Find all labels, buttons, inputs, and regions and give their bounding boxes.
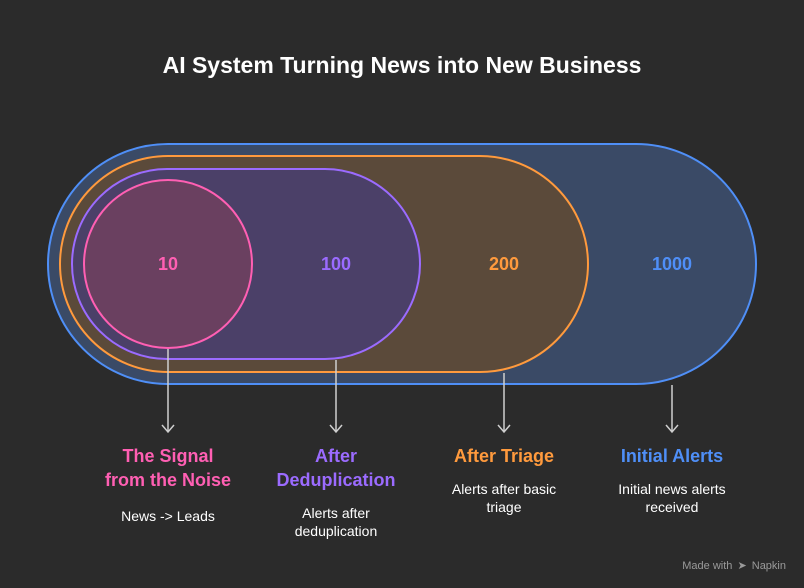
stage-count-deduplication: 100 [321, 254, 351, 274]
arrow-down-icon [497, 373, 511, 434]
diagram-title: AI System Turning News into New Business [162, 52, 642, 78]
watermark-prefix: Made with [682, 560, 733, 572]
arrow-down-icon [329, 360, 343, 434]
napkin-logo-icon: ➤ [737, 560, 747, 572]
stage-label-signal: The Signal from the Noise [104, 446, 232, 490]
stage-shape-signal [83, 179, 253, 349]
stage-desc-triage: Alerts after basic triage [451, 481, 557, 515]
stage-desc-signal: News -> Leads [121, 508, 215, 524]
stage-count-signal: 10 [158, 254, 178, 274]
arrow-down-icon [665, 385, 679, 434]
stage-count-initial-alerts: 1000 [652, 254, 692, 274]
stage-label-initial-alerts: Initial Alerts [620, 446, 724, 466]
stage-label-triage: After Triage [453, 446, 555, 466]
stage-label-deduplication: After Deduplication [276, 446, 396, 490]
stage-count-triage: 200 [489, 254, 519, 274]
stage-desc-deduplication: Alerts after deduplication [294, 505, 378, 539]
napkin-watermark[interactable]: Made with ➤ Napkin [682, 559, 786, 572]
stage-desc-initial-alerts: Initial news alerts received [618, 481, 726, 515]
watermark-brand: Napkin [751, 560, 786, 572]
arrow-down-icon [161, 349, 175, 434]
